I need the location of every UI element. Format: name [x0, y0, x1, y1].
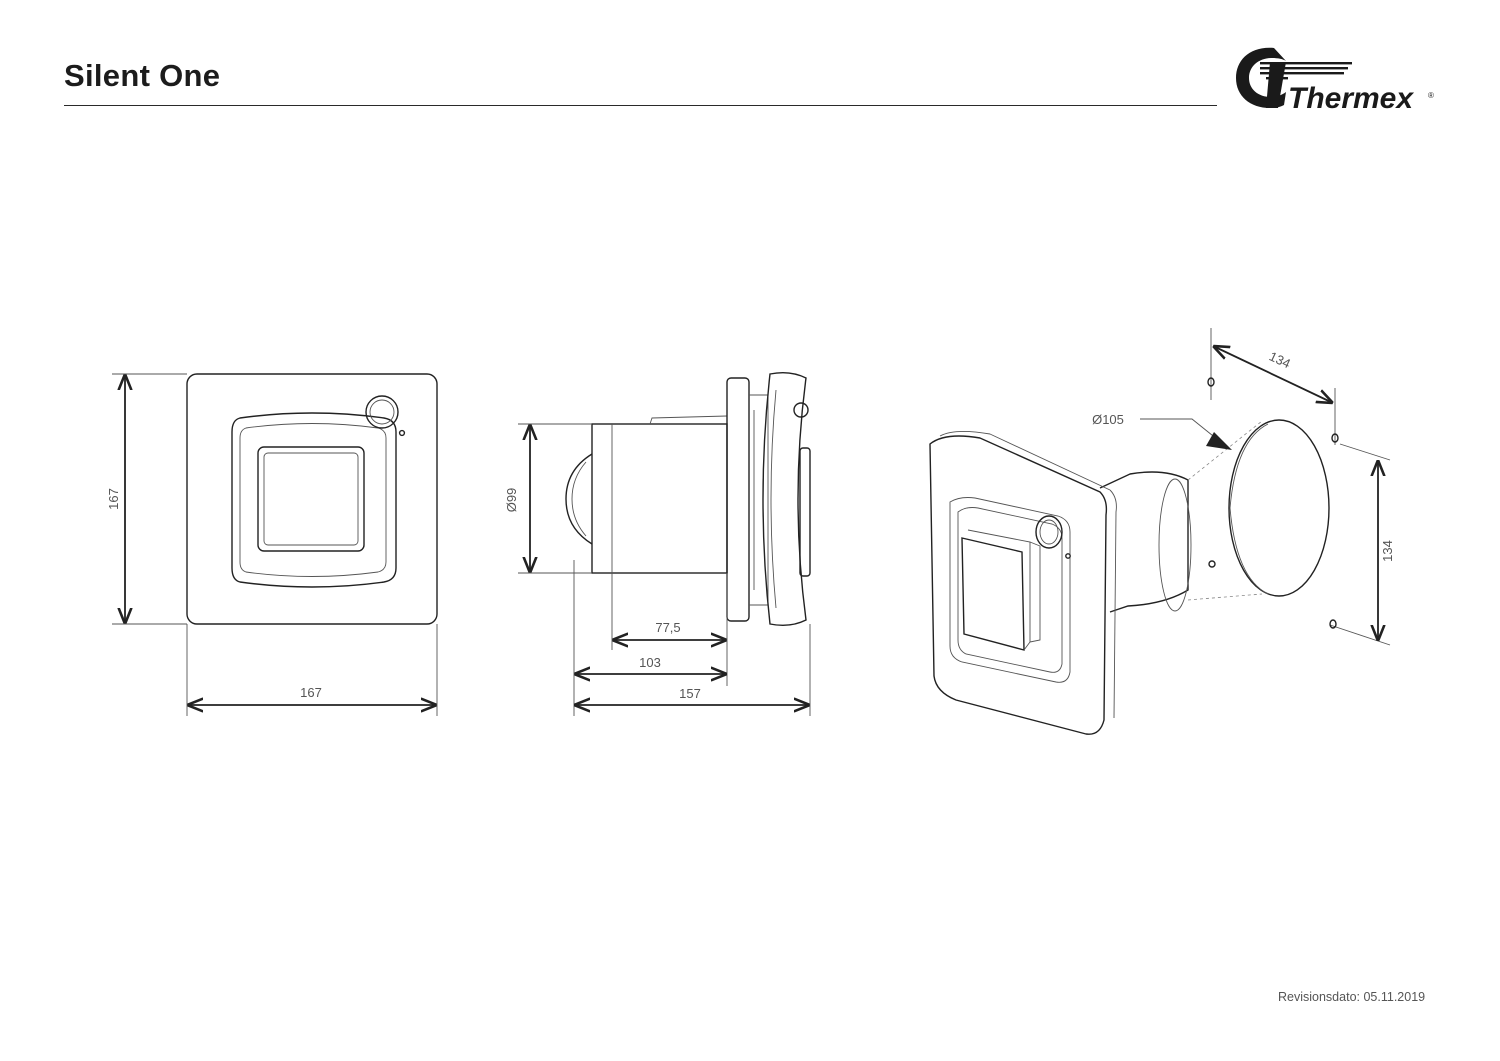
dim-iso-height: 134: [1380, 540, 1395, 562]
dim-side-depth-inner: 77,5: [655, 620, 680, 635]
header-rule: [64, 105, 1217, 106]
revision-date: Revisionsdato: 05.11.2019: [1278, 990, 1426, 1004]
dim-front-height: 167: [106, 488, 121, 510]
isometric-view: Ø105 134 134: [929, 328, 1395, 735]
dim-iso-width: 134: [1267, 349, 1293, 372]
dim-iso-duct-diameter: Ø105: [1092, 412, 1124, 427]
brand-name: Thermex: [1288, 82, 1414, 115]
dim-side-depth-mid: 103: [639, 655, 661, 670]
dim-side-diameter: Ø99: [504, 488, 519, 513]
page-title: Silent One: [64, 58, 221, 93]
dim-front-width: 167: [300, 685, 322, 700]
svg-text:®: ®: [1428, 91, 1434, 100]
side-view: Ø99 77,5 103 157: [504, 371, 811, 716]
front-view: 167 167: [106, 373, 438, 716]
thermex-logo: Thermex ®: [1236, 47, 1434, 115]
dim-side-depth-total: 157: [679, 686, 701, 701]
